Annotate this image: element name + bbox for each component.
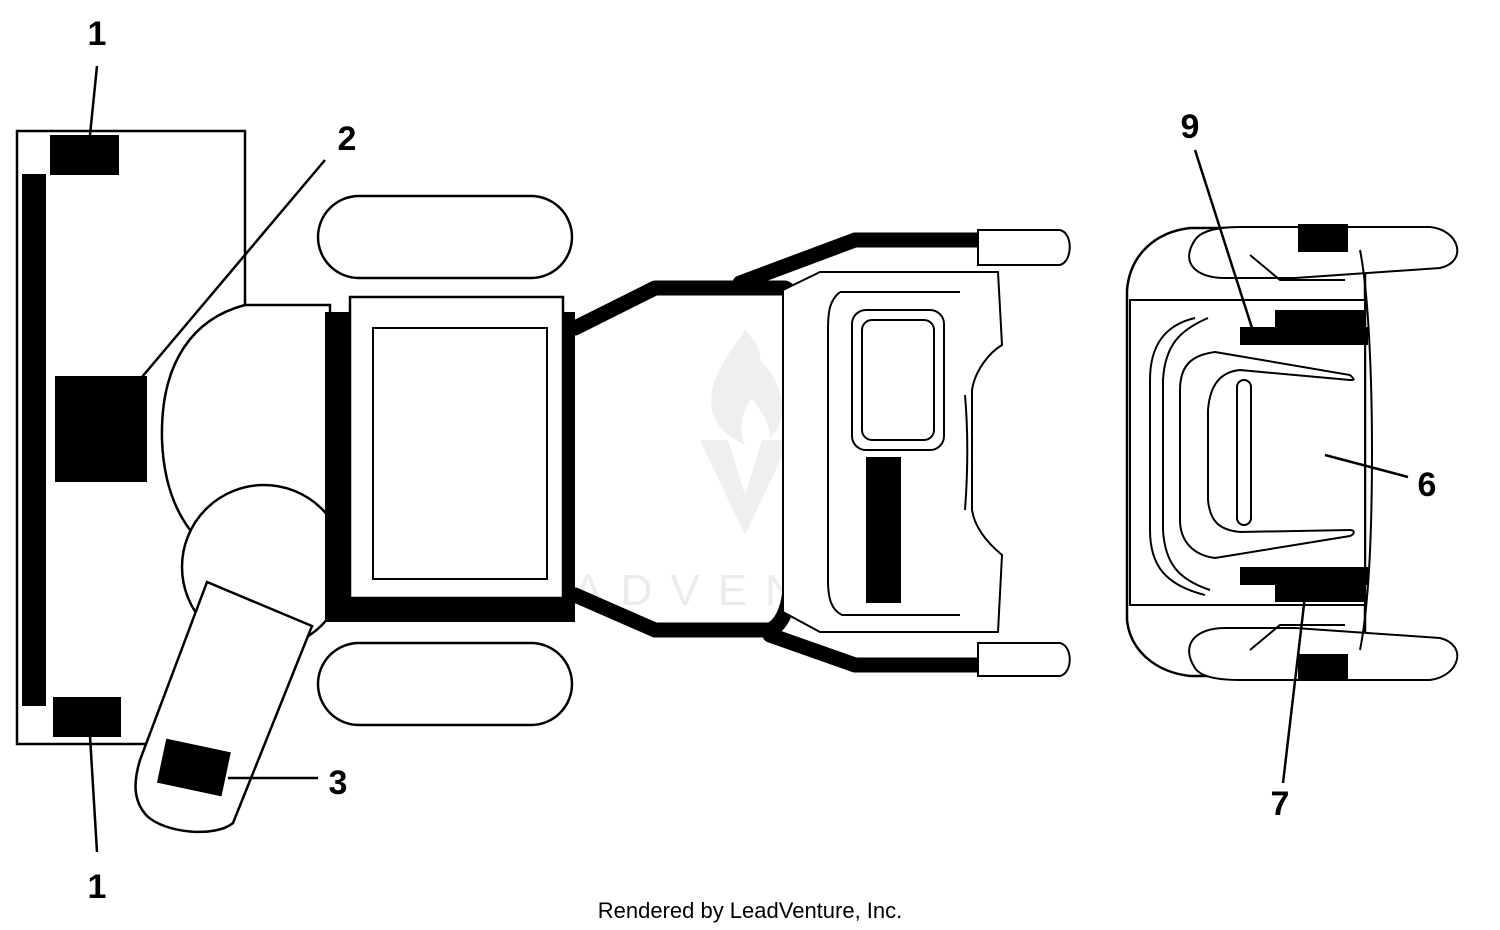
leader-2 xyxy=(141,159,326,378)
control-panel-inner xyxy=(827,291,960,616)
front-hood xyxy=(1179,350,1355,560)
front-handle-lower-inner xyxy=(1249,624,1345,651)
leader-1-top xyxy=(88,65,99,136)
control-panel xyxy=(782,271,1004,633)
callout-2: 2 xyxy=(338,120,357,158)
leader-1-bottom xyxy=(88,735,99,853)
front-hood-slot xyxy=(1236,379,1252,526)
callout-3: 3 xyxy=(329,764,348,802)
leader-lines xyxy=(88,65,1409,853)
decal-upper-tab xyxy=(1298,224,1348,252)
leader-9 xyxy=(1193,149,1254,329)
leader-7 xyxy=(1281,595,1307,784)
callout-6: 6 xyxy=(1418,466,1437,504)
handle-bar-lower xyxy=(762,627,988,673)
front-handle-upper-inner xyxy=(1249,254,1345,281)
handle-bar-upper xyxy=(732,232,988,291)
watermark-flame-icon xyxy=(711,330,783,445)
decal-1-top xyxy=(50,135,119,175)
callout-1-bottom: 1 xyxy=(88,868,107,906)
control-decal-strip xyxy=(866,457,901,603)
front-body-curve-left-2 xyxy=(1162,317,1211,591)
machine-top-view xyxy=(15,129,1071,834)
decal-3 xyxy=(156,738,231,797)
decal-lower-tab xyxy=(1298,654,1348,680)
front-handle-upper xyxy=(1188,226,1459,279)
seat-cushion xyxy=(372,327,548,580)
frame-rail-right xyxy=(563,312,575,622)
callout-numbers: 1 2 3 1 9 6 7 xyxy=(88,15,1437,906)
decal-9-block xyxy=(1275,310,1365,330)
watermark-v-icon xyxy=(700,440,790,535)
decal-1-bottom xyxy=(53,697,121,737)
grip-upper xyxy=(977,229,1071,266)
front-right-edge xyxy=(1359,249,1374,651)
callout-1-top: 1 xyxy=(88,15,107,53)
decal-2 xyxy=(55,376,147,482)
front-body-curve-left xyxy=(1149,317,1206,596)
frame-rail-bottom xyxy=(325,598,573,622)
callout-7: 7 xyxy=(1271,785,1290,823)
decal-7-block xyxy=(1275,580,1365,602)
grip-lower xyxy=(977,642,1071,677)
machine-front-view xyxy=(1125,224,1459,681)
decal-9-strip xyxy=(1240,327,1368,345)
leader-6 xyxy=(1324,453,1409,479)
callout-9: 9 xyxy=(1181,108,1200,146)
tire-lower xyxy=(316,641,574,727)
control-panel-edge xyxy=(964,394,969,511)
control-window-inner xyxy=(861,319,935,441)
frame-rail-left xyxy=(325,312,350,622)
decal-strip-long xyxy=(22,174,46,706)
rendered-by-caption: Rendered by LeadVenture, Inc. xyxy=(598,898,903,923)
tire-upper xyxy=(316,194,574,280)
